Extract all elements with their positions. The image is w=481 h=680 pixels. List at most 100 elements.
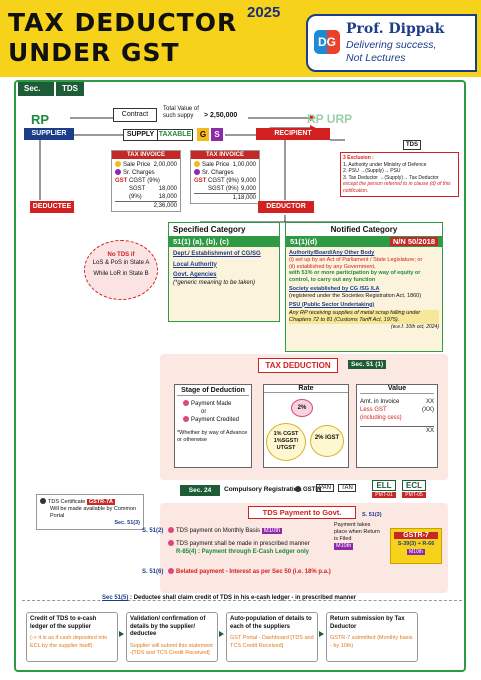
exclusion-note: except the person referred to in clause …	[343, 181, 451, 194]
return-note: Payment takes place when Return is Filed…	[334, 522, 382, 550]
tds-tag: TDS	[403, 140, 421, 150]
rate-box: Rate 2% 1% CGST 1%SGST/ UTGST 2% IGST	[263, 384, 349, 468]
flow-step-1-sub: (-> it is as if cash deposited into ECL …	[30, 635, 108, 649]
tax-deduction-section: Sec. 51 (1)	[348, 360, 387, 369]
invoice-2-total: 1,18,000	[194, 193, 256, 202]
no-tds-line-3: While LoR in State B	[93, 271, 149, 277]
return-deadline: M10th	[334, 543, 354, 550]
invoice-1-total: 2,36,000	[115, 201, 177, 210]
payment-title: TDS Payment to Govt.	[248, 506, 356, 519]
exclusion-item-2: 2. PSU →(Supply)→ PSU	[343, 168, 401, 174]
tax-deduction-title: TAX DEDUCTION	[258, 358, 338, 373]
monthly-deadline: M10th	[261, 528, 283, 534]
arrow-contract	[310, 115, 316, 121]
certificate-availability: Will be made available by Common Portal	[50, 506, 137, 519]
tab-sec-51: Sec. 51	[18, 82, 54, 107]
gstin-text: GSTIN	[303, 487, 322, 493]
rate-title: Rate	[264, 385, 348, 393]
stage-of-deduction-box: Stage of Deduction Payment Made or Payme…	[174, 384, 252, 468]
invoice-1-cgst: 18,000	[158, 186, 177, 192]
notified-item-4: Any RP receiving supplies of metal scrap…	[289, 310, 439, 324]
sec-51-5-label: Sec 51(5)	[102, 595, 129, 601]
total-value-label: Total Value of such suppy	[163, 106, 199, 119]
invoice-2-sale: 1,00,000	[232, 162, 256, 168]
gstr-7-deadline: M10th	[407, 549, 425, 555]
brand-tagline: Delivering success, Not Lectures	[346, 39, 437, 64]
stage-or: or	[201, 409, 207, 415]
flow-step-2: Validation/ confirmation of details by t…	[126, 612, 218, 662]
invoice-1-gst: GST	[115, 178, 128, 184]
specified-item-3: Govt. Agencies	[173, 272, 217, 278]
invoice-1-cgst-label: CGST (9%)	[129, 178, 160, 184]
ecash-rule: R-85(4) : Payment through E-Cash Ledger …	[176, 549, 310, 555]
invoice-1-sale: 2,00,000	[153, 162, 177, 168]
invoice-2-cgst-label: CGST (9%)	[208, 178, 239, 184]
flow-step-1: Credit of TDS to e-cash ledger of the su…	[26, 612, 118, 662]
flow-arrow-2	[219, 631, 224, 637]
invoice-1-head: TAX INVOICE	[112, 151, 180, 159]
stage-title: Stage of Deduction	[177, 387, 249, 396]
flow-step-2-sub: Supplier will submit this statement -[TD…	[130, 642, 213, 657]
exclusion-box: 3 Exclusion : 1. Authority under Ministr…	[340, 152, 459, 197]
ecl-badge: ECL	[402, 480, 426, 491]
gstr-7-title: GSTR-7	[394, 532, 438, 539]
notification-number: N/N 50/2018	[389, 237, 438, 246]
goods-badge: G	[197, 128, 209, 141]
notified-item-2-note: (registered under the Societies Registra…	[289, 292, 422, 299]
gstin-label: GSTIN	[295, 486, 321, 493]
belated-payment: Belated payment - Interest as per Sec 50…	[168, 568, 331, 575]
rate-total: 2%	[291, 399, 313, 417]
stage-item-1: Payment Made	[191, 401, 232, 407]
contract-box: Contract	[113, 108, 157, 122]
invoice-1-sale-label: Sale Price	[123, 162, 151, 168]
exclusion-head: 3 Exclusion :	[343, 155, 374, 161]
specified-item-2: Local Authority	[173, 261, 217, 268]
tab-tds: TDS	[56, 82, 84, 96]
notified-item-1-i: (i) set up by an Act of Parliament / Sta…	[289, 256, 423, 263]
year-label: 2025	[247, 4, 281, 21]
pan-box: PAN	[316, 484, 334, 492]
flow-step-2-title: Validation/ confirmation of details by t…	[130, 616, 206, 637]
threshold-value: > 2,50,000	[204, 112, 238, 119]
flow-step-3-sub: GST Portal - Dashboard [TDS and TCS Cred…	[230, 635, 314, 649]
s51-6-label: S. 51(6)	[142, 569, 164, 575]
invoice-1-sgst-label: SGST (9%)	[129, 186, 146, 200]
flow-step-4-title: Return submission by Tax Deductor	[330, 616, 405, 630]
ell-badge: ELL	[372, 480, 396, 491]
specified-category-box: Specified Category 51(1) (a), (b), (c) D…	[168, 222, 280, 322]
flow-arrow-3	[319, 631, 324, 637]
tan-box: TAN	[338, 484, 356, 492]
invoice-2-head: TAX INVOICE	[191, 151, 259, 159]
flow-arrow-1	[119, 631, 124, 637]
value-less-gst-amount: (XX)	[422, 407, 434, 413]
value-invoice-label: Amt. in Invoice	[360, 399, 400, 405]
notified-title: Notified Category	[286, 223, 442, 236]
specified-title: Specified Category	[169, 223, 279, 236]
gstr-7-card: GSTR-7 S-39(3) + R-66 M10th	[390, 528, 442, 564]
brand-name: Prof. Dippak	[346, 21, 445, 37]
exclusion-item-1: 1. Authority under Ministry of Defence	[343, 161, 427, 168]
divider	[22, 600, 462, 601]
notified-item-1-ii: (ii) established by any Government,	[289, 263, 376, 270]
invoice-2-cgst: 9,000	[240, 178, 256, 184]
rp-urp-label: RP URP	[307, 112, 353, 126]
monthly-payment: TDS payment on Monthly Basis M10th	[168, 527, 283, 535]
services-badge: S	[211, 128, 223, 141]
deductor-box: DEDUCTOR	[258, 201, 314, 213]
notified-item-2: Society established by CG /SG /LA	[289, 285, 380, 292]
stage-note: *Whether by way of Advance or otherwise	[177, 430, 248, 443]
content-frame	[14, 80, 466, 672]
flow-step-4-sub: GSTR-7 submitted (Monthly basis - by 10t…	[330, 635, 413, 649]
flow-step-3-title: Auto-population of details to each of th…	[230, 616, 312, 630]
invoice-2-sgst-label: SGST (9%)	[208, 186, 239, 192]
value-title: Value	[360, 385, 434, 394]
invoice-1-sgst: 18,000	[158, 194, 177, 200]
notified-item-3: PSU (Public Sector Undertaking)	[289, 301, 375, 308]
return-note-text: Payment takes place when Return is Filed	[334, 522, 380, 542]
no-tds-bubble: No TDS if LoS & PoS in State A While LoR…	[84, 240, 158, 300]
prescribed-manner-text: TDS payment shall be made in prescribed …	[176, 541, 310, 547]
invoice-2-sale-label: Sale Price	[202, 162, 230, 168]
